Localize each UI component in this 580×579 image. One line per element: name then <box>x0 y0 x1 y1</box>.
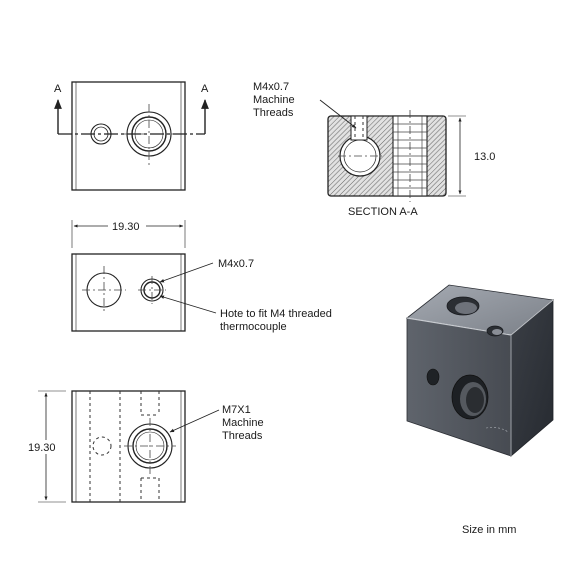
bore-threads <box>393 116 427 196</box>
units-note: Size in mm <box>462 524 516 536</box>
front-view-outline <box>71 253 186 332</box>
top-view: A A <box>54 81 209 191</box>
section-marker-left: A <box>54 83 62 95</box>
side-view: 19.30 M7X1 Machine Threads <box>26 390 264 503</box>
front-view: 19.30 M4x0.7 Hote to fit M4 threaded the… <box>71 219 332 333</box>
block-3d-render <box>406 284 554 457</box>
front-width-dim: 19.30 <box>112 221 140 233</box>
front-note-line2: thermocouple <box>220 321 287 333</box>
side-thread-label-1: M7X1 <box>222 404 251 416</box>
front-note-line1: Hote to fit M4 threaded <box>220 308 332 320</box>
section-thread-label-3: Threads <box>253 107 294 119</box>
top-view-outline <box>71 81 186 191</box>
section-thread-label-1: M4x0.7 <box>253 81 289 93</box>
section-view: M4x0.7 Machine Threads 13.0 SECTION A-A <box>253 81 495 218</box>
section-height-dim: 13.0 <box>474 151 495 163</box>
front-hole-label: M4x0.7 <box>218 258 254 270</box>
section-line-a-a: A A <box>54 83 209 135</box>
side-height-dim: 19.30 <box>28 442 56 454</box>
side-view-outline <box>71 390 186 503</box>
side-thread-label-3: Threads <box>222 430 263 442</box>
section-caption: SECTION A-A <box>348 206 418 218</box>
section-marker-right: A <box>201 83 209 95</box>
side-thread-label-2: Machine <box>222 417 264 429</box>
large-threaded-hole <box>123 104 175 166</box>
section-thread-label-2: Machine <box>253 94 295 106</box>
